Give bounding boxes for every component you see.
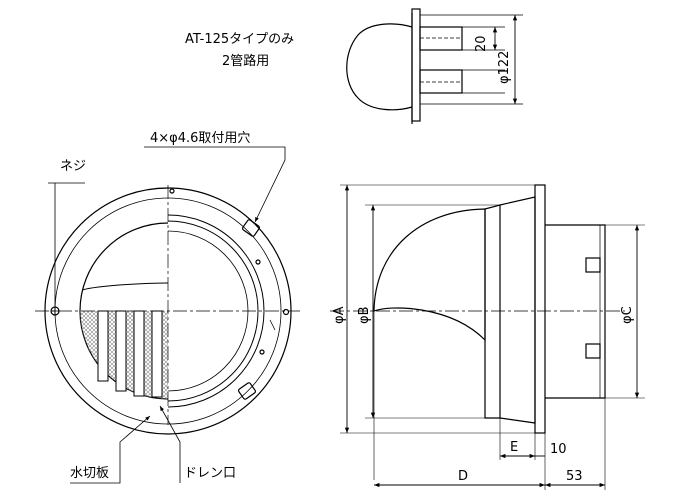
louver-2: [115, 310, 127, 392]
side-view: [330, 184, 645, 490]
dim-A-label: φA: [332, 306, 347, 324]
ext-bottom: [373, 311, 606, 490]
leader-mounting-holes: [144, 146, 286, 223]
dim-20-label: 20: [474, 35, 489, 52]
dim-10-label: 10: [550, 442, 567, 457]
side-hood-dome: [373, 208, 486, 342]
small-hole-1: [255, 259, 261, 265]
dim-C-label: φC: [620, 306, 635, 324]
mount-hole-upper: [242, 219, 260, 237]
dim-E-label: E: [510, 440, 519, 455]
louver-4: [151, 310, 163, 398]
top-pipe-lower: [419, 69, 463, 94]
top-pipe-upper: [419, 26, 463, 51]
callout-mounting-holes: 4×φ4.6取付用穴: [150, 131, 251, 146]
side-flange: [534, 184, 546, 434]
variant-note-line2: 2管路用: [222, 54, 270, 69]
ext-B: [365, 204, 500, 419]
small-hole-3: [282, 308, 290, 316]
callout-water-plate: 水切板: [70, 466, 110, 481]
callout-drain: ドレン口: [184, 466, 237, 481]
top-extension-lines: [462, 26, 505, 94]
dim-B-label: φB: [357, 306, 372, 325]
front-view: [35, 146, 300, 484]
variant-note-line1: AT-125タイプのみ: [185, 32, 295, 47]
leader-screw: [48, 182, 85, 306]
top-dia-extension: [420, 14, 523, 105]
top-pipe-centerlines: [420, 37, 462, 83]
louver-1: [97, 310, 109, 382]
side-hood-rim: [499, 196, 536, 424]
small-hole-2: [259, 349, 265, 355]
outer-flange-inner-right: [168, 197, 282, 425]
dim-122-label: φ122: [497, 50, 512, 84]
top-hood: [346, 23, 413, 111]
side-hood-side: [484, 204, 501, 419]
leader-drain: [159, 405, 181, 483]
top-flange: [411, 8, 421, 122]
top-variant-view: [346, 8, 523, 124]
ext-A: [340, 184, 535, 434]
callout-screw: ネジ: [60, 159, 87, 174]
hood-inner-ring: [168, 220, 259, 402]
hood-detail: [269, 319, 276, 331]
side-clip-upper: [585, 257, 601, 273]
screen-top-edge: [81, 282, 168, 291]
side-clip-lower: [585, 343, 601, 359]
dim-53-label: 53: [566, 469, 583, 484]
dim-D-label: D: [458, 469, 469, 484]
mount-hole-lower: [238, 382, 256, 400]
leader-water-plate: [70, 415, 151, 484]
top-hole: [169, 188, 175, 194]
side-duct-body: [545, 224, 606, 399]
hood-outer-ring: [168, 214, 265, 408]
louver-3: [133, 310, 145, 397]
